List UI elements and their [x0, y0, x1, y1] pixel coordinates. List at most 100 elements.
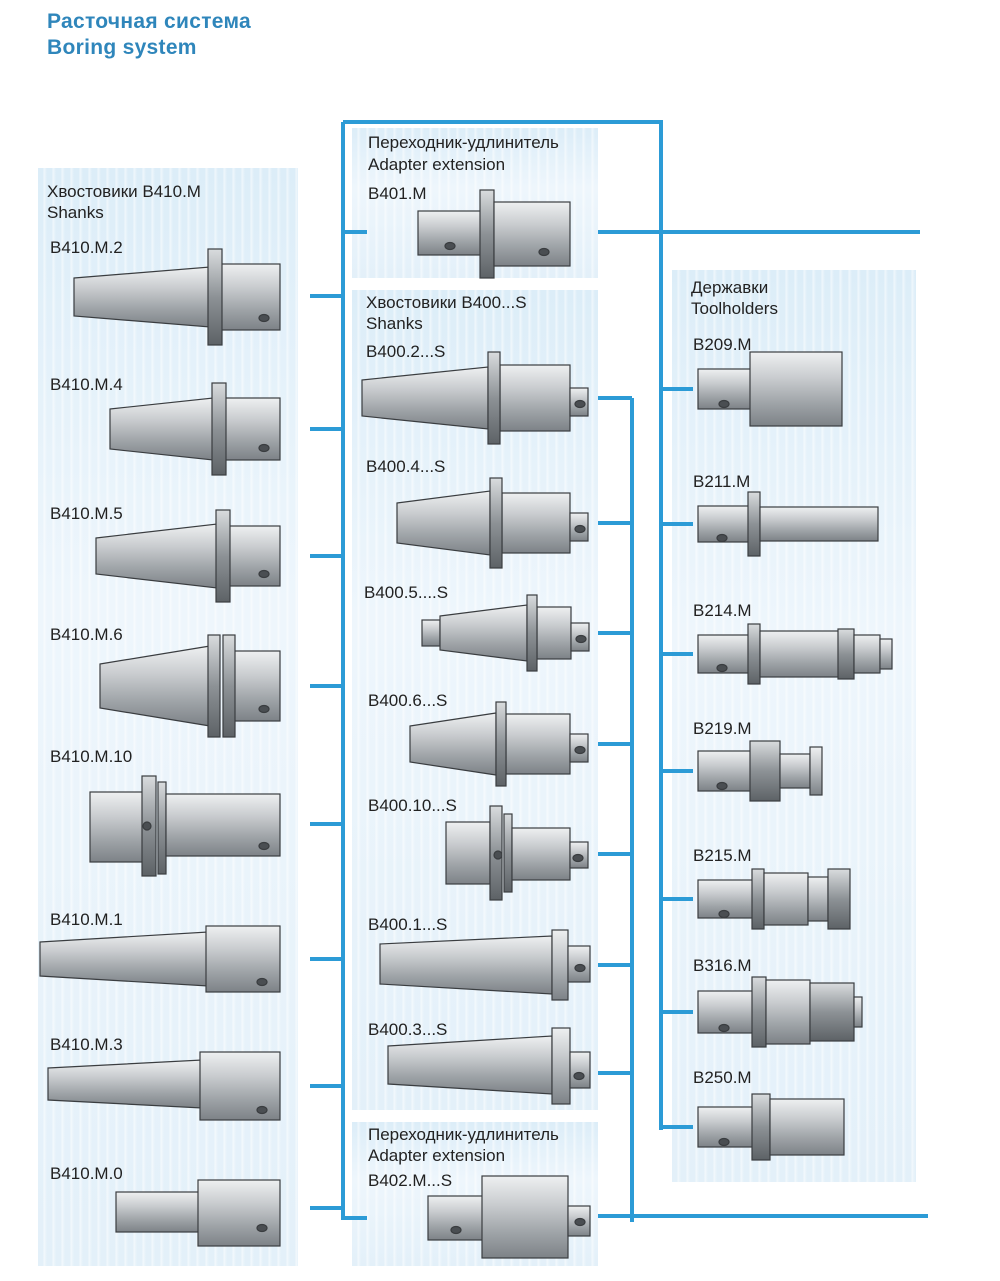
tool-part	[751, 868, 765, 930]
middle-header-ru: Хвостовики В400...S	[366, 293, 527, 312]
tool-part	[487, 351, 501, 445]
middle-item-label: В400.10...S	[368, 796, 457, 815]
tool-part	[211, 382, 227, 476]
tool-part	[205, 925, 281, 993]
tool-part	[439, 604, 528, 662]
shank-b400-3	[387, 1027, 591, 1105]
tool-part	[227, 525, 281, 587]
title-ru: Расточная система	[47, 10, 252, 33]
tool-part	[73, 266, 211, 328]
shank-b410-m3	[47, 1051, 281, 1121]
shank-b410-m4	[109, 382, 281, 476]
tool-part	[765, 979, 811, 1045]
tool-part	[396, 490, 491, 556]
tool-part	[489, 477, 503, 569]
right-item-label: В211.М	[693, 472, 751, 491]
tool-part	[47, 1059, 203, 1109]
left-item-label: В410.М.4	[50, 375, 123, 394]
left-item-label: В410.М.3	[50, 1035, 123, 1054]
tool-part	[779, 753, 811, 789]
tool-hole	[444, 241, 456, 251]
tool-part	[361, 366, 489, 430]
shank-b400-5	[421, 594, 590, 672]
tool-part	[421, 619, 441, 647]
tool-hole	[574, 524, 586, 534]
shank-b400-6	[409, 701, 589, 787]
tool-part	[222, 634, 236, 738]
tool-part	[479, 189, 495, 279]
tool-part	[481, 1175, 569, 1259]
toolholder-b316-m	[697, 976, 863, 1048]
tool-hole	[716, 781, 728, 791]
tool-part	[493, 201, 571, 267]
connector-lines	[310, 120, 928, 1222]
left-header-en: Shanks	[47, 203, 104, 222]
tool-hole	[718, 399, 730, 409]
shank-b400-2	[361, 351, 589, 445]
tool-hole	[574, 1217, 586, 1227]
tool-part	[749, 351, 843, 427]
right-header-ru: Державки	[691, 278, 769, 297]
tool-part	[409, 712, 497, 776]
left-item-label: В410.М.6	[50, 625, 123, 644]
toolholder-b219-m	[697, 740, 823, 802]
adapter-bottom-item: В402.М...S	[368, 1171, 453, 1190]
right-header-en: Toolholders	[691, 299, 778, 318]
tool-part	[809, 746, 823, 796]
tool-part	[199, 1051, 281, 1121]
tool-part	[759, 506, 879, 542]
tool-part	[95, 523, 218, 589]
tool-part	[551, 929, 569, 1001]
tool-hole	[142, 821, 152, 831]
tool-part	[379, 935, 553, 995]
adapter-top-header-en: Adapter extension	[368, 155, 506, 174]
tool-part	[39, 931, 209, 987]
tool-part	[505, 713, 571, 775]
middle-header-en: Shanks	[366, 314, 423, 333]
right-item-label: В209.М	[693, 335, 752, 354]
tool-hole	[258, 569, 270, 579]
tool-part	[503, 813, 513, 893]
middle-item-label: В400.5....S	[364, 583, 449, 602]
middle-item-label: В400.4...S	[366, 457, 446, 476]
tool-hole	[256, 977, 268, 987]
tool-hole	[256, 1223, 268, 1233]
tool-hole	[450, 1225, 462, 1235]
left-item-label: В410.М.1	[50, 910, 123, 929]
left-header-ru: Хвостовики В410.М	[47, 182, 201, 201]
tool-part	[749, 740, 781, 802]
tool-part	[763, 872, 809, 926]
tool-part	[827, 868, 851, 930]
middle-item-label: В400.3...S	[368, 1020, 448, 1039]
tool-part	[495, 701, 507, 787]
tool-hole	[718, 1023, 730, 1033]
tool-part	[445, 821, 491, 885]
tool-part	[115, 1191, 201, 1233]
shank-b410-m1	[39, 925, 281, 993]
tool-hole	[258, 313, 270, 323]
toolholder-b215-m	[697, 868, 851, 930]
tool-part	[109, 397, 214, 461]
tool-part	[207, 634, 221, 738]
tool-part	[569, 1051, 591, 1089]
tool-illustrations	[39, 189, 893, 1259]
tool-part	[853, 634, 881, 674]
tool-part	[853, 996, 863, 1028]
tool-part	[197, 1179, 281, 1247]
tool-part	[215, 509, 231, 603]
tool-hole	[493, 850, 503, 860]
tool-hole	[574, 963, 586, 973]
tool-part	[769, 1098, 845, 1156]
tool-part	[751, 976, 767, 1048]
tool-part	[536, 606, 572, 660]
tool-hole	[718, 909, 730, 919]
tool-part	[759, 630, 841, 678]
tool-part	[387, 1035, 553, 1095]
tool-hole	[716, 663, 728, 673]
shank-b400-4	[396, 477, 589, 569]
adapter-b401-m	[417, 189, 571, 279]
tool-part	[809, 982, 855, 1042]
tool-part	[526, 594, 538, 672]
tool-part	[807, 876, 829, 922]
